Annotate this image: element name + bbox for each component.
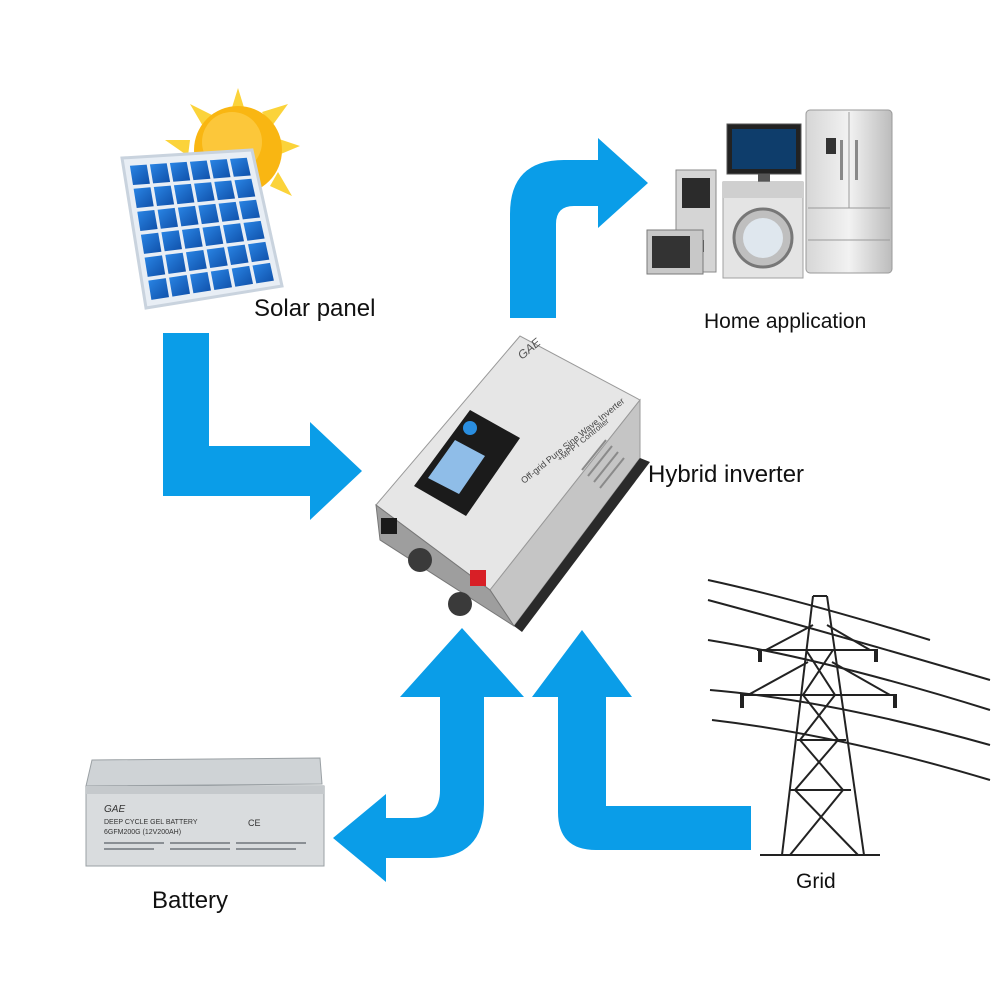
label-grid: Grid [796, 870, 836, 894]
solar-cell [130, 165, 150, 185]
solar-cell [174, 184, 195, 204]
solar-cell [158, 208, 178, 229]
label-solar-panel: Solar panel [254, 295, 375, 323]
arrow-grid-to-inverter [532, 630, 751, 850]
solar-cell [145, 255, 166, 277]
solar-cell [203, 226, 224, 246]
arrow-solar-to-inverter [163, 333, 362, 520]
tv-icon [727, 124, 801, 182]
microwave-icon [647, 230, 703, 274]
label-home-application: Home application [704, 310, 866, 334]
arrow-inverter-to-home [510, 138, 648, 318]
solar-cell [198, 204, 219, 224]
solar-panel-icon [122, 150, 282, 308]
inverter-icon: GAE Off-grid Pure Sine Wave Inverter +MP… [376, 335, 650, 632]
solar-cell [178, 206, 199, 227]
battery-ce: CE [248, 818, 261, 828]
solar-cell [134, 187, 154, 208]
solar-cell [161, 230, 182, 251]
solar-cell [150, 163, 170, 183]
solar-cell [232, 266, 253, 287]
solar-cell [154, 186, 174, 206]
solar-cell [137, 210, 157, 231]
battery-line-2: 6GFM200G (12V200AH) [104, 829, 181, 836]
solar-cell [186, 250, 207, 271]
solar-cell [148, 278, 169, 300]
solar-cell [141, 233, 162, 254]
fan-icon [448, 592, 472, 616]
solar-cell [194, 182, 215, 202]
solar-cell [169, 275, 190, 297]
label-battery: Battery [152, 887, 228, 915]
solar-cell [207, 247, 228, 268]
battery-brand: GAE [104, 804, 125, 815]
battery-line-1: DEEP CYCLE GEL BATTERY [104, 819, 198, 826]
solar-cell [211, 269, 232, 290]
fridge-icon [806, 110, 892, 273]
solar-cell [165, 253, 186, 274]
washing-machine-icon [723, 182, 803, 278]
appliances-icon [647, 110, 892, 278]
battery-icon: GAE DEEP CYCLE GEL BATTERY 6GFM200G (12V… [86, 758, 324, 866]
solar-cell [190, 272, 211, 293]
solar-cell [182, 228, 203, 249]
solar-cell [227, 245, 248, 265]
label-hybrid-inverter: Hybrid inverter [648, 461, 804, 489]
negative-terminal [381, 518, 397, 534]
solar-cell [170, 162, 190, 182]
arrow-inverter-battery [333, 628, 524, 882]
positive-terminal [470, 570, 486, 586]
fan-icon [408, 548, 432, 572]
